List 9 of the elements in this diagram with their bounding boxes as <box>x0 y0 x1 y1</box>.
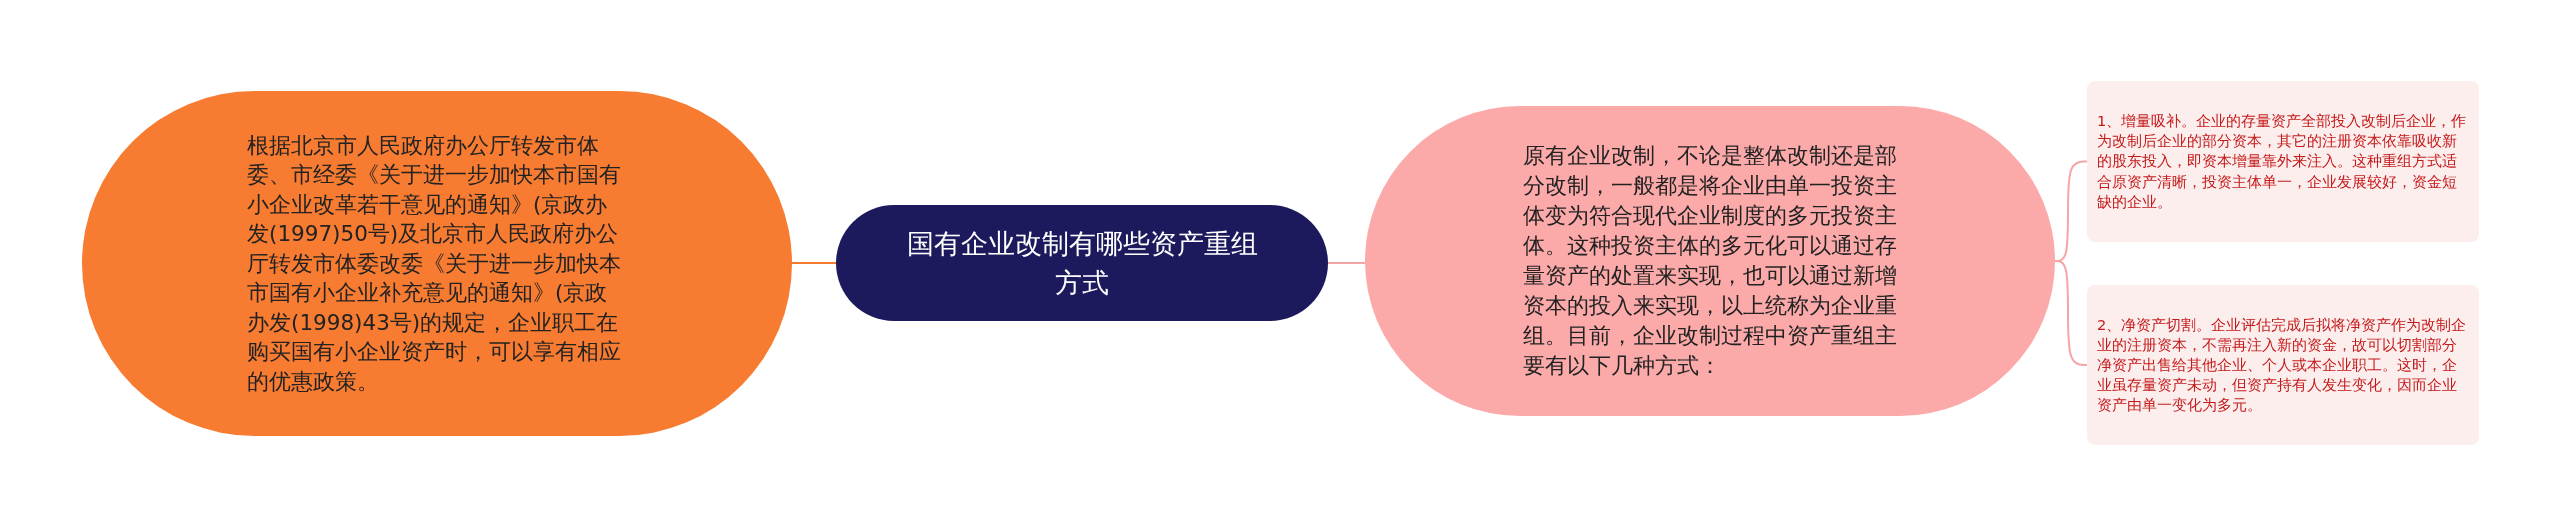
subtopic-card <box>2087 81 2479 242</box>
connector-line <box>791 262 837 264</box>
central-topic-text: 国有企业改制有哪些资产重组方式 <box>905 226 1259 300</box>
subtopic-text: 1、增量吸补。企业的存量资产全部投入改制后企业，作为改制后企业的部分资本，其它的注册资本依靠吸收新的股东投入，即资本增量靠外来注入。这种重组方式适合原资产清晰，投资主体单一，企业发展较好，资金短缺的企业。 <box>2097 111 2468 212</box>
subtopic-card <box>2087 285 2479 445</box>
topic-text: 根据北京市人民政府办公厅转发市体委、市经委《关于进一步加快本市国有小企业改革若干意见的通知》(京政办发(1997)50号)及北京市人民政府办公厅转发市体委改委《关于进一步加快本市国有小企业补充意见的通知》(京政办发(1998)43号)的规定，企业职工在购买国有小企业资产时，可以享有相应的优惠政策。 <box>247 131 622 396</box>
topic-text: 原有企业改制，不论是整体改制还是部分改制，一般都是将企业由单一投资主体变为符合现代企业制度的多元投资主体。这种投资主体的多元化可以通过存量资产的处置来实现，也可以通过新增资本的投入来实现，以上统称为企业重组。目前，企业改制过程中资产重组主要有以下几种方式： <box>1522 141 1898 381</box>
connector-line <box>1327 262 1366 264</box>
subtopic-text: 2、净资产切割。企业评估完成后拟将净资产作为改制企业的注册资本，不需再注入新的资金，故可以切割部分净资产出售给其他企业、个人或本企业职工。这时，企业虽存量资产未动，但资产持有人发生变化，因而企业资产由单一变化为多元。 <box>2097 314 2468 416</box>
